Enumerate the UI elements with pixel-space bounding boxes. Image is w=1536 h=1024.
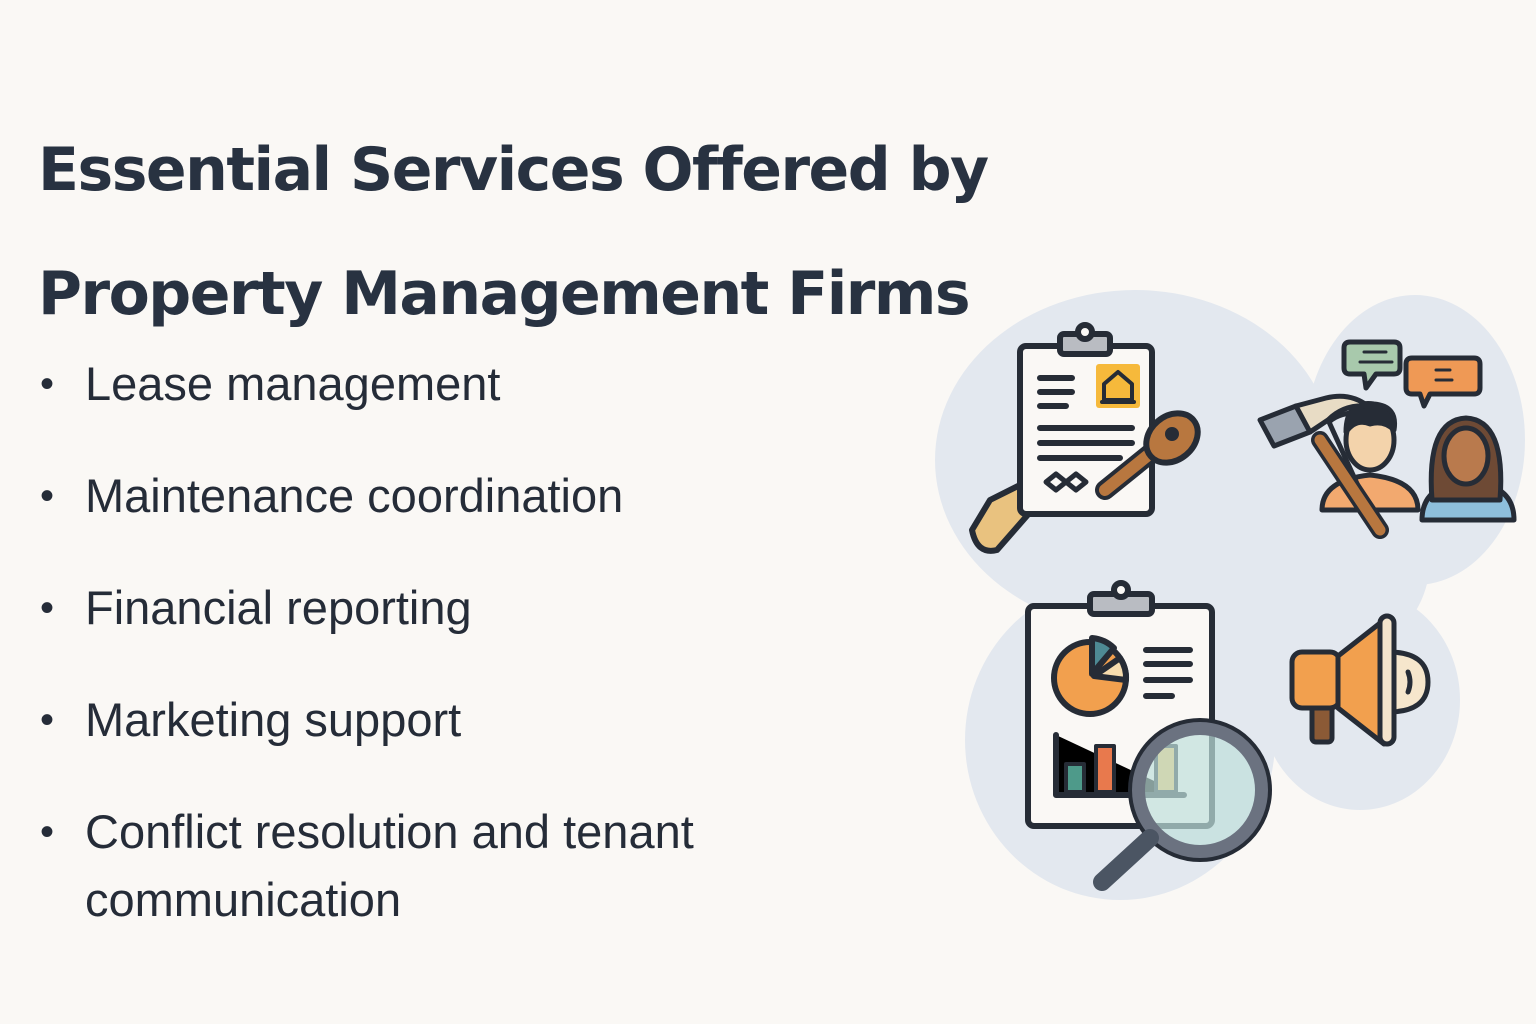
background-blob-icon <box>935 290 1525 900</box>
bullet-icon: • <box>40 810 55 854</box>
service-label: Marketing support <box>85 693 462 746</box>
title-line-1: Essential Services Offered by <box>38 135 989 205</box>
list-item: • Financial reporting <box>40 574 780 642</box>
bullet-icon: • <box>40 362 55 406</box>
list-item: • Lease management <box>40 350 780 418</box>
service-label: Financial reporting <box>85 581 472 634</box>
list-item: • Marketing support <box>40 686 780 754</box>
financial-report-magnifier-icon <box>1025 580 1272 891</box>
lease-clipboard-key-icon <box>969 322 1201 554</box>
service-label: Lease management <box>85 357 501 410</box>
bullet-icon: • <box>40 586 55 630</box>
megaphone-icon <box>1289 613 1431 747</box>
services-list: • Lease management • Maintenance coordin… <box>40 350 780 978</box>
page-title: Essential Services Offered by Property M… <box>38 108 989 356</box>
bullet-icon: • <box>40 474 55 518</box>
list-item: • Maintenance coordination <box>40 462 780 530</box>
service-label: Conflict resolution and tenant communica… <box>85 805 694 926</box>
bullet-icon: • <box>40 698 55 742</box>
maintenance-communication-icon <box>1257 339 1517 539</box>
service-label: Maintenance coordination <box>85 469 624 522</box>
title-line-2: Property Management Firms <box>38 259 971 329</box>
list-item: • Conflict resolution and tenant communi… <box>40 798 780 934</box>
